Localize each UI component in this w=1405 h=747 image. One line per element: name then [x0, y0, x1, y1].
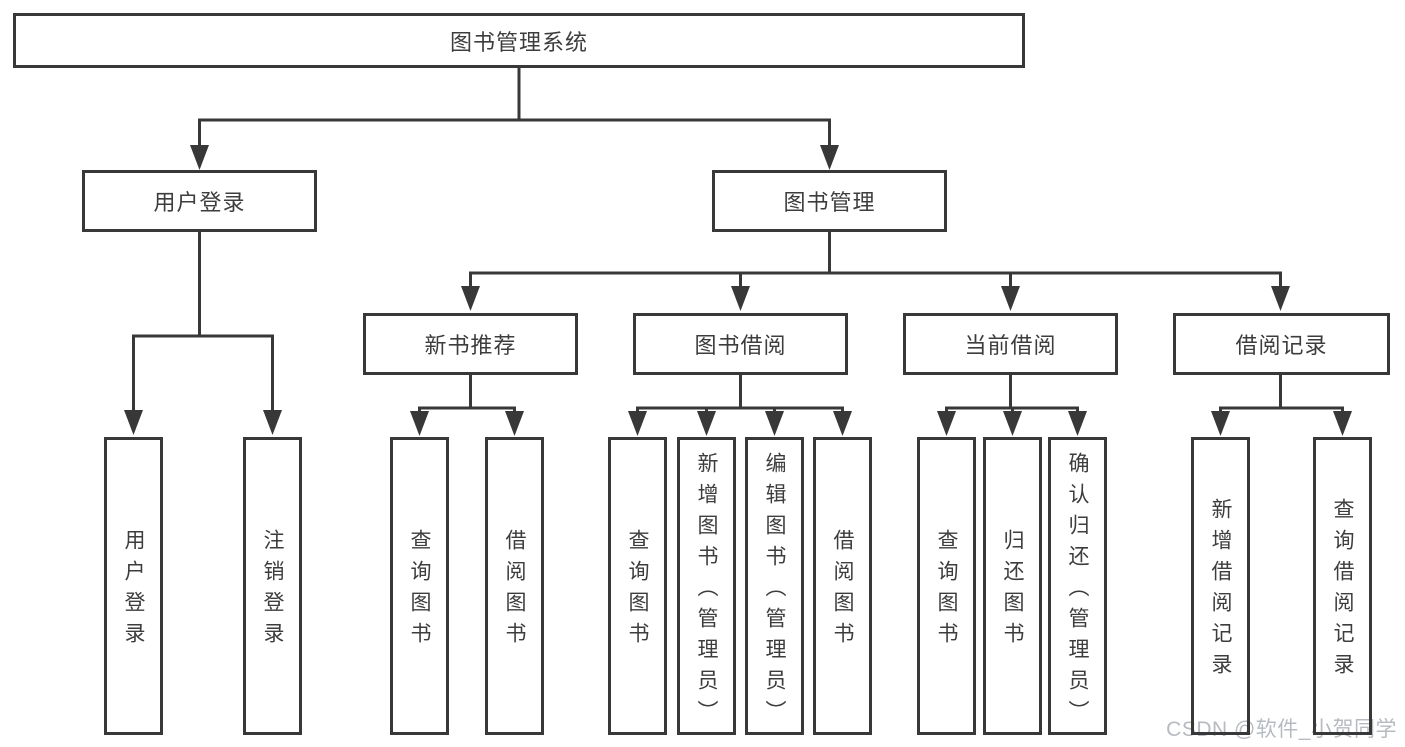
arrowhead-icon [1001, 286, 1020, 311]
arrowhead-icon [697, 411, 716, 436]
arrowhead-icon [937, 411, 956, 436]
leaf-logout: 注销登录 [243, 437, 302, 735]
arrowhead-icon [765, 411, 784, 436]
node-book-management: 图书管理 [712, 170, 947, 232]
node-root-label: 图书管理系统 [449, 29, 588, 55]
arrowhead-icon [1068, 411, 1087, 436]
leaf-edit-book-admin: 编辑图书（管理员） [745, 437, 804, 735]
arrowhead-icon [124, 410, 143, 435]
arrowhead-icon [190, 145, 209, 170]
leaf-borrow-books-recommend-label: 借阅图书 [503, 529, 526, 653]
watermark: CSDN @软件_小贺同学 [1166, 718, 1397, 741]
leaf-add-borrow-record-label: 新增借阅记录 [1209, 498, 1232, 684]
arrowhead-icon [833, 411, 852, 436]
leaf-confirm-return-admin-label: 确认归还（管理员） [1066, 451, 1089, 731]
node-book-management-label: 图书管理 [783, 190, 876, 215]
leaf-borrow-books-borrowing: 借阅图书 [813, 437, 872, 735]
node-current-borrowing: 当前借阅 [903, 313, 1118, 375]
arrowhead-icon [820, 145, 839, 170]
arrowhead-icon [1333, 411, 1352, 436]
leaf-user-login-label: 用户登录 [122, 529, 145, 653]
arrowhead-icon [731, 286, 750, 311]
arrowhead-icon [505, 411, 524, 436]
arrowhead-icon [410, 411, 429, 436]
leaf-add-book-admin-label: 新增图书（管理员） [695, 451, 718, 731]
arrowhead-icon [461, 286, 480, 311]
leaf-query-books-current: 查询图书 [917, 437, 976, 735]
arrowhead-icon [263, 410, 282, 435]
leaf-query-borrow-record: 查询借阅记录 [1313, 437, 1372, 735]
leaf-edit-book-admin-label: 编辑图书（管理员） [763, 451, 786, 731]
arrowhead-icon [1211, 411, 1230, 436]
node-new-book-recommend-label: 新书推荐 [424, 333, 517, 358]
node-book-borrowing-label: 图书借阅 [694, 333, 787, 358]
node-current-borrowing-label: 当前借阅 [964, 333, 1057, 358]
arrowhead-icon [1271, 286, 1290, 311]
leaf-return-book-label: 归还图书 [1001, 529, 1024, 653]
leaf-add-book-admin: 新增图书（管理员） [677, 437, 736, 735]
leaf-logout-label: 注销登录 [261, 529, 284, 653]
arrowhead-icon [628, 411, 647, 436]
leaf-query-borrow-record-label: 查询借阅记录 [1331, 498, 1354, 684]
leaf-query-books-recommend-label: 查询图书 [408, 529, 431, 653]
leaf-query-books-recommend: 查询图书 [390, 437, 449, 735]
node-root: 图书管理系统 [13, 13, 1025, 68]
node-borrowing-records-label: 借阅记录 [1235, 333, 1328, 358]
leaf-borrow-books-recommend: 借阅图书 [485, 437, 544, 735]
node-borrowing-records: 借阅记录 [1173, 313, 1390, 375]
node-book-borrowing: 图书借阅 [633, 313, 848, 375]
leaf-query-books-current-label: 查询图书 [935, 529, 958, 653]
arrowhead-icon [1003, 411, 1022, 436]
leaf-query-books-borrowing: 查询图书 [608, 437, 667, 735]
leaf-borrow-books-borrowing-label: 借阅图书 [831, 529, 854, 653]
leaf-return-book: 归还图书 [983, 437, 1042, 735]
leaf-query-books-borrowing-label: 查询图书 [626, 529, 649, 653]
node-new-book-recommend: 新书推荐 [363, 313, 578, 375]
leaf-add-borrow-record: 新增借阅记录 [1191, 437, 1250, 735]
leaf-confirm-return-admin: 确认归还（管理员） [1048, 437, 1107, 735]
leaf-user-login: 用户登录 [104, 437, 163, 735]
node-user-login-label: 用户登录 [153, 190, 246, 215]
node-user-login: 用户登录 [82, 170, 317, 232]
